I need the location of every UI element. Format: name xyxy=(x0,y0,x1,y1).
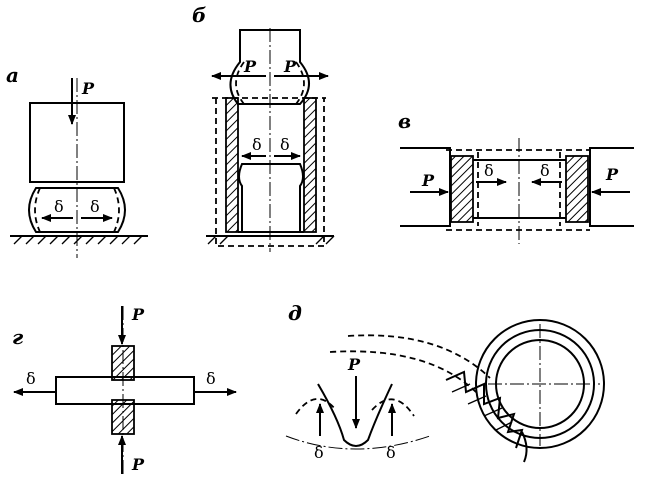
force-label: P xyxy=(81,79,95,98)
delta-label-left: δ xyxy=(484,161,494,180)
ring-outer xyxy=(475,319,605,449)
inner-specimen xyxy=(238,163,304,233)
ring-left xyxy=(450,155,474,223)
panel-d: д P δ δ xyxy=(285,301,605,463)
delta-label-left: δ xyxy=(26,369,36,388)
delta-label-left: δ xyxy=(314,443,324,462)
right-block xyxy=(589,147,634,227)
panel-a: а P δ δ xyxy=(6,63,148,258)
deformed-outline xyxy=(446,149,590,231)
sleeve-wall-left xyxy=(225,97,239,233)
force-label-top: P xyxy=(131,305,145,324)
panel-label-g: г xyxy=(12,325,24,349)
panel-label-a: а xyxy=(6,63,19,87)
left-block xyxy=(400,147,451,227)
delta-label-right: δ xyxy=(386,443,396,462)
force-label-left: P xyxy=(421,171,435,190)
delta-label-right: δ xyxy=(90,197,100,216)
force-label-right: P xyxy=(605,165,619,184)
panel-label-v: в xyxy=(398,109,411,133)
delta-label-left: δ xyxy=(54,197,64,216)
force-label-right: P xyxy=(283,57,297,76)
delta-label-right: δ xyxy=(206,369,216,388)
gear-teeth xyxy=(445,370,524,449)
panel-label-b: б xyxy=(192,3,206,27)
panel-label-d: д xyxy=(288,301,302,325)
pitch-line xyxy=(285,435,431,450)
panel-v: в P P δ δ xyxy=(398,109,634,244)
force-label-left: P xyxy=(243,57,257,76)
punch xyxy=(229,29,310,105)
sleeve-wall-right xyxy=(303,97,317,233)
panel-b: б P P δ δ xyxy=(192,3,335,252)
tooth-profile xyxy=(317,383,393,447)
delta-label-left: δ xyxy=(252,135,262,154)
deformed-outline xyxy=(215,98,325,247)
panel-g: г P P δ δ xyxy=(12,305,237,474)
arc-outer xyxy=(347,334,491,379)
deformed-profile xyxy=(295,398,415,417)
force-label-bottom: P xyxy=(131,455,145,474)
delta-label-right: δ xyxy=(540,161,550,180)
ring-right xyxy=(565,155,589,223)
delta-label-right: δ xyxy=(280,135,290,154)
force-label: P xyxy=(347,355,361,374)
deformed-specimen xyxy=(28,187,126,233)
